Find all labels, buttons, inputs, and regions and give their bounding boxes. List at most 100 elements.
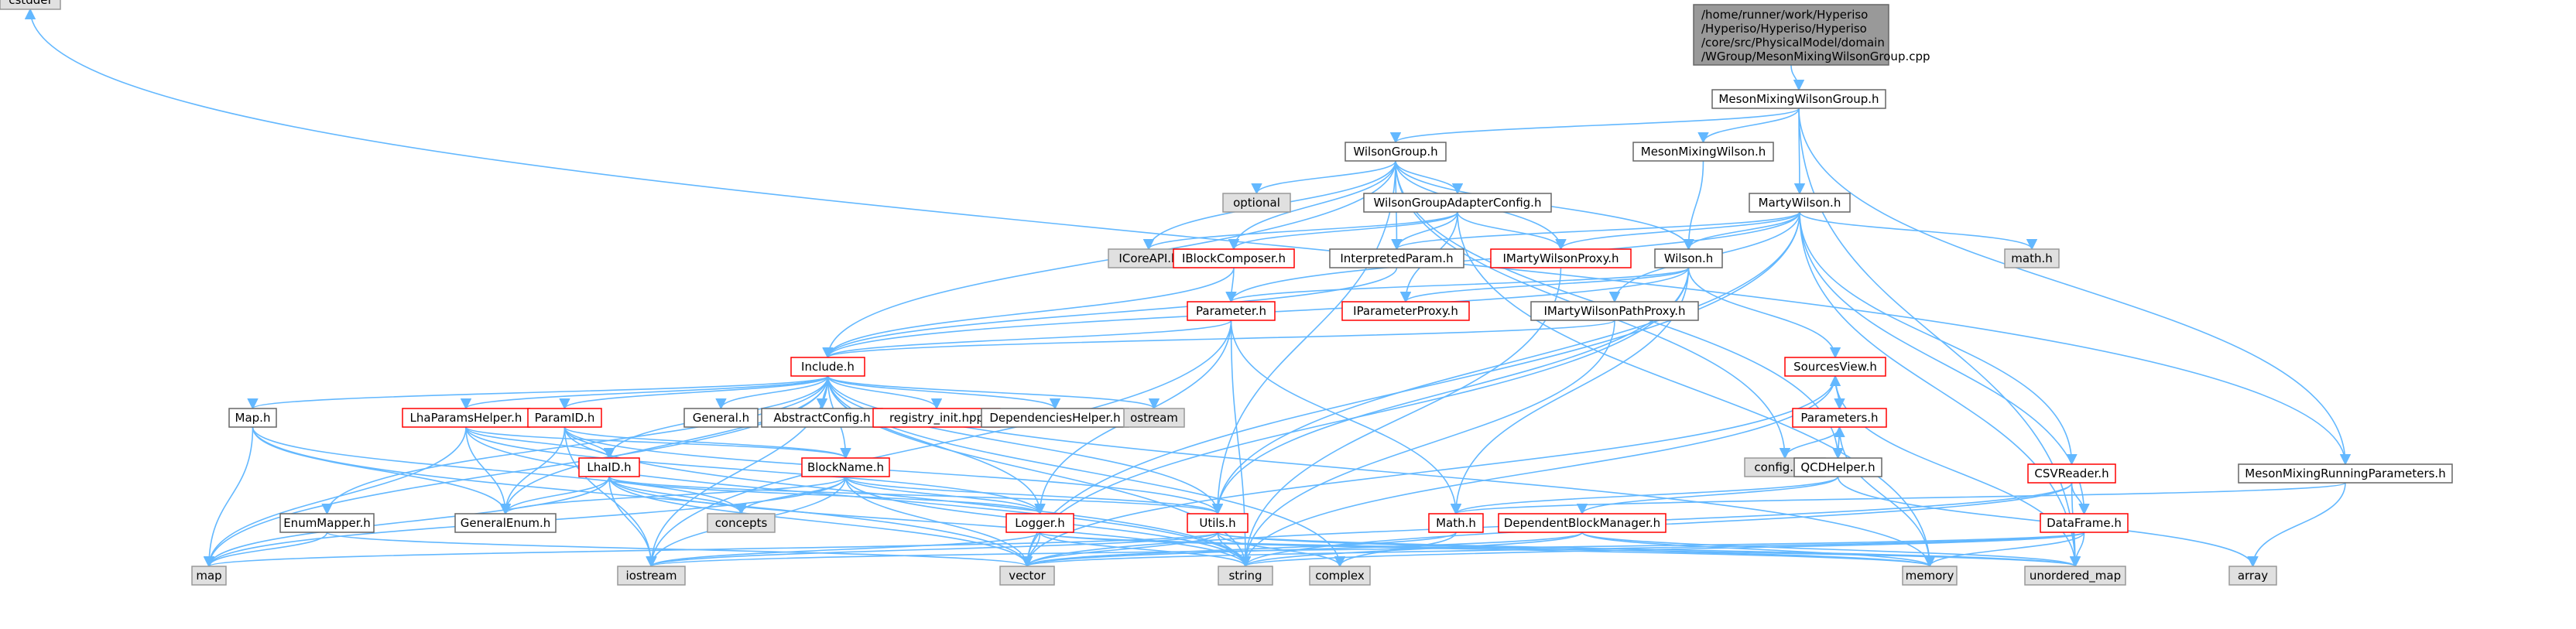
edge-dbm-to-memory [1581, 532, 1935, 568]
node-vector[interactable]: vector [999, 566, 1055, 586]
edge-lhaid-to-iostream [608, 476, 657, 568]
node-label: GeneralEnum.h [461, 516, 551, 530]
node-label: array [2238, 569, 2268, 583]
node-lhaid[interactable]: LhaID.h [578, 457, 640, 477]
root-file-node[interactable]: /home/runner/work/Hyperiso /Hyperiso/Hyp… [1693, 4, 1930, 66]
node-label: cstddef [9, 0, 52, 7]
edge-ibc-to-include [822, 267, 1235, 359]
node-wgac[interactable]: WilsonGroupAdapterConfig.h [1363, 193, 1552, 213]
edge-dbm-to-vector [1022, 532, 1583, 568]
node-box [2238, 463, 2453, 484]
node-concepts[interactable]: concepts [707, 513, 776, 533]
node-label: IMartyWilsonProxy.h [1502, 251, 1619, 265]
node-mathr[interactable]: Math.h [1428, 513, 1484, 533]
edge-df-to-iostream [646, 532, 2085, 568]
node-params[interactable]: Parameters.h [1792, 408, 1887, 428]
node-logger[interactable]: Logger.h [1005, 513, 1074, 533]
node-ipp[interactable]: IParameterProxy.h [1341, 301, 1470, 321]
node-ibc[interactable]: IBlockComposer.h [1173, 248, 1295, 268]
node-string[interactable]: string [1218, 566, 1273, 586]
edge-params-to-config [1779, 426, 1841, 460]
edge-lhap-to-map [203, 426, 467, 568]
edge-mmrp-to-mathr [1451, 482, 2346, 515]
node-ip[interactable]: InterpretedParam.h [1329, 248, 1464, 268]
node-box [279, 513, 375, 533]
node-ac[interactable]: AbstractConfig.h [761, 408, 883, 428]
root-file-line-1: /home/runner/work/Hyperiso [1701, 8, 1868, 22]
node-box [1187, 513, 1249, 533]
node-mw[interactable]: MartyWilson.h [1749, 193, 1851, 213]
node-math_h[interactable]: math.h [2004, 248, 2060, 268]
node-df[interactable]: DataFrame.h [2040, 513, 2129, 533]
node-dbm[interactable]: DependentBlockManager.h [1498, 513, 1667, 533]
node-bn[interactable]: BlockName.h [801, 457, 890, 477]
node-box [1341, 301, 1470, 321]
edge-csv-to-df [2071, 482, 2090, 515]
node-cstddef[interactable]: cstddef [0, 0, 61, 10]
node-map_h[interactable]: Map.h [228, 408, 277, 428]
node-box [999, 566, 1055, 586]
edge-lhap-to-ge [465, 426, 512, 515]
node-iostream[interactable]: iostream [617, 566, 686, 586]
node-mmrp[interactable]: MesonMixingRunningParameters.h [2238, 463, 2453, 484]
node-label: MesonMixingWilson.h [1641, 145, 1766, 159]
node-param[interactable]: Parameter.h [1187, 301, 1276, 321]
node-box [1711, 89, 1886, 109]
node-pid[interactable]: ParamID.h [527, 408, 602, 428]
node-label: General.h [693, 411, 749, 425]
edge-ip-to-include [822, 267, 1398, 359]
edge-logger-to-string [1039, 532, 1252, 568]
node-label: CSVReader.h [2034, 467, 2108, 480]
node-box [1428, 513, 1484, 533]
node-utils[interactable]: Utils.h [1187, 513, 1249, 533]
node-wilson[interactable]: Wilson.h [1654, 248, 1723, 268]
node-wg[interactable]: WilsonGroup.h [1345, 142, 1447, 162]
node-ge[interactable]: GeneralEnum.h [454, 513, 557, 533]
node-box [0, 0, 61, 10]
node-reg[interactable]: registry_init.hpp [872, 408, 1001, 428]
node-imwp[interactable]: IMartyWilsonProxy.h [1490, 248, 1632, 268]
node-label: ostream [1130, 411, 1178, 425]
node-umap[interactable]: unordered_map [2024, 566, 2126, 586]
edge-lhaid-to-logger [608, 476, 1046, 515]
node-dh[interactable]: DependenciesHelper.h [981, 408, 1129, 428]
edge-lhap-to-bn [465, 426, 851, 460]
node-label: LhaID.h [587, 460, 631, 474]
node-box [1329, 248, 1464, 268]
nodes-layer: /home/runner/work/Hyperiso /Hyperiso/Hyp… [0, 0, 2453, 586]
node-label: unordered_map [2030, 569, 2121, 583]
edge-imwpp-to-include [822, 320, 1615, 359]
node-memory[interactable]: memory [1902, 566, 1958, 586]
node-optional[interactable]: optional [1222, 193, 1291, 213]
edge-include-to-reg [827, 375, 943, 410]
edge-bn-to-utils [844, 476, 1223, 515]
node-box [2027, 463, 2116, 484]
edge-include-to-dh [827, 375, 1061, 410]
node-sv[interactable]: SourcesView.h [1784, 357, 1886, 377]
node-ostream[interactable]: ostream [1123, 408, 1185, 428]
edge-utils-to-vector [1021, 532, 1218, 568]
node-include[interactable]: Include.h [790, 357, 865, 377]
edge-include-to-lhap [461, 375, 829, 410]
node-mmw[interactable]: MesonMixingWilson.h [1632, 142, 1774, 162]
edge-logger-to-memory [1039, 532, 1935, 568]
node-general[interactable]: General.h [683, 408, 759, 428]
node-map[interactable]: map [191, 566, 227, 586]
node-imwpp[interactable]: IMartyWilsonPathProxy.h [1530, 301, 1699, 321]
node-complex[interactable]: complex [1309, 566, 1371, 586]
node-lhap[interactable]: LhaParamsHelper.h [402, 408, 530, 428]
edge-wgac-to-ip [1391, 211, 1458, 251]
node-array[interactable]: array [2228, 566, 2277, 586]
edge-include-to-pid [559, 375, 829, 410]
edge-wgac-to-icore [1143, 211, 1458, 251]
node-qcd[interactable]: QCDHelper.h [1793, 457, 1882, 477]
node-label: IParameterProxy.h [1353, 304, 1458, 318]
root-file-line-2: /Hyperiso/Hyperiso/Hyperiso [1701, 22, 1867, 36]
node-mmwg[interactable]: MesonMixingWilsonGroup.h [1711, 89, 1886, 109]
node-csv[interactable]: CSVReader.h [2027, 463, 2116, 484]
edge-include-to-map [203, 375, 829, 568]
edge-mmrp-to-cstddef [24, 8, 2346, 465]
edge-wgac-to-ibc [1228, 211, 1458, 251]
edge-wgac-to-imwp [1457, 211, 1567, 251]
node-em[interactable]: EnumMapper.h [279, 513, 375, 533]
